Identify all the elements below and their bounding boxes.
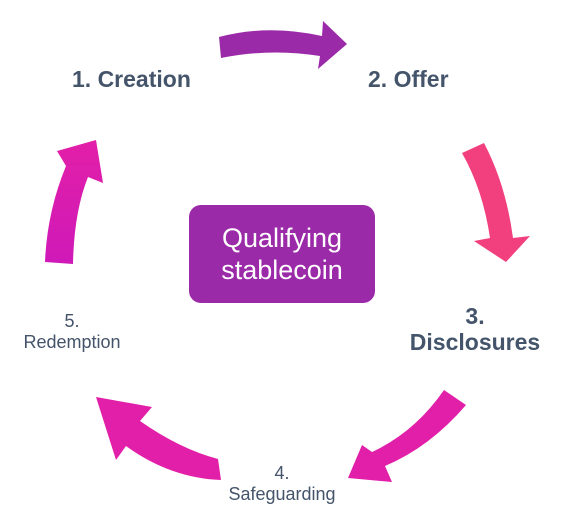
step-creation-label: 1. Creation (72, 66, 191, 92)
step-disclosures-label: 3. Disclosures (400, 303, 550, 356)
step-safeguarding-word: Safeguarding (228, 483, 336, 504)
center-line-2: stablecoin (221, 255, 343, 285)
step-redemption-number: 5. (64, 311, 80, 331)
arrow-creation-to-offer (219, 21, 347, 69)
step-redemption-label: 5. Redemption (12, 311, 132, 352)
arrow-safeguarding-to-redemption (96, 397, 221, 480)
step-disclosures-word: Disclosures (409, 329, 541, 356)
center-qualifying-stablecoin: Qualifying stablecoin (189, 205, 375, 303)
step-redemption-word: Redemption (23, 331, 121, 352)
center-line-1: Qualifying (221, 222, 343, 253)
step-disclosures-number: 3. (465, 303, 485, 329)
step-offer-label: 2. Offer (368, 66, 449, 92)
step-safeguarding-label: 4. Safeguarding (212, 463, 352, 504)
arrow-redemption-to-creation (45, 140, 103, 264)
arrow-offer-to-disclosures (462, 143, 530, 262)
step-safeguarding-number: 4. (274, 463, 290, 483)
arrow-disclosures-to-safeguarding (348, 390, 466, 482)
